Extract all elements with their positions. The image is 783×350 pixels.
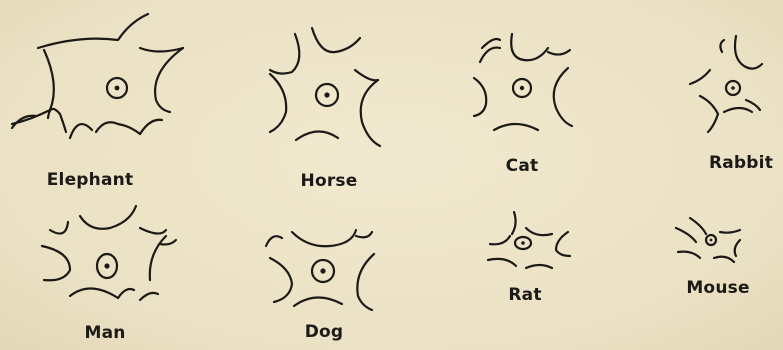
man-cell-drawing [42, 206, 176, 300]
horse-label: Horse [301, 171, 358, 191]
mouse-label: Mouse [686, 278, 749, 298]
elephant-cell-drawing [12, 14, 183, 138]
rat-cell-drawing [488, 212, 570, 268]
rabbit-cell-drawing [690, 36, 762, 132]
elephant-label: Elephant [47, 170, 134, 190]
rat-label: Rat [508, 285, 541, 305]
man-label: Man [84, 323, 125, 343]
rabbit-label: Rabbit [709, 153, 773, 173]
mouse-cell-drawing [676, 218, 740, 262]
cat-cell-drawing [474, 34, 572, 130]
cat-label: Cat [506, 156, 539, 176]
dog-cell-drawing [266, 230, 374, 310]
dog-label: Dog [305, 322, 344, 342]
horse-cell-drawing [270, 28, 380, 146]
